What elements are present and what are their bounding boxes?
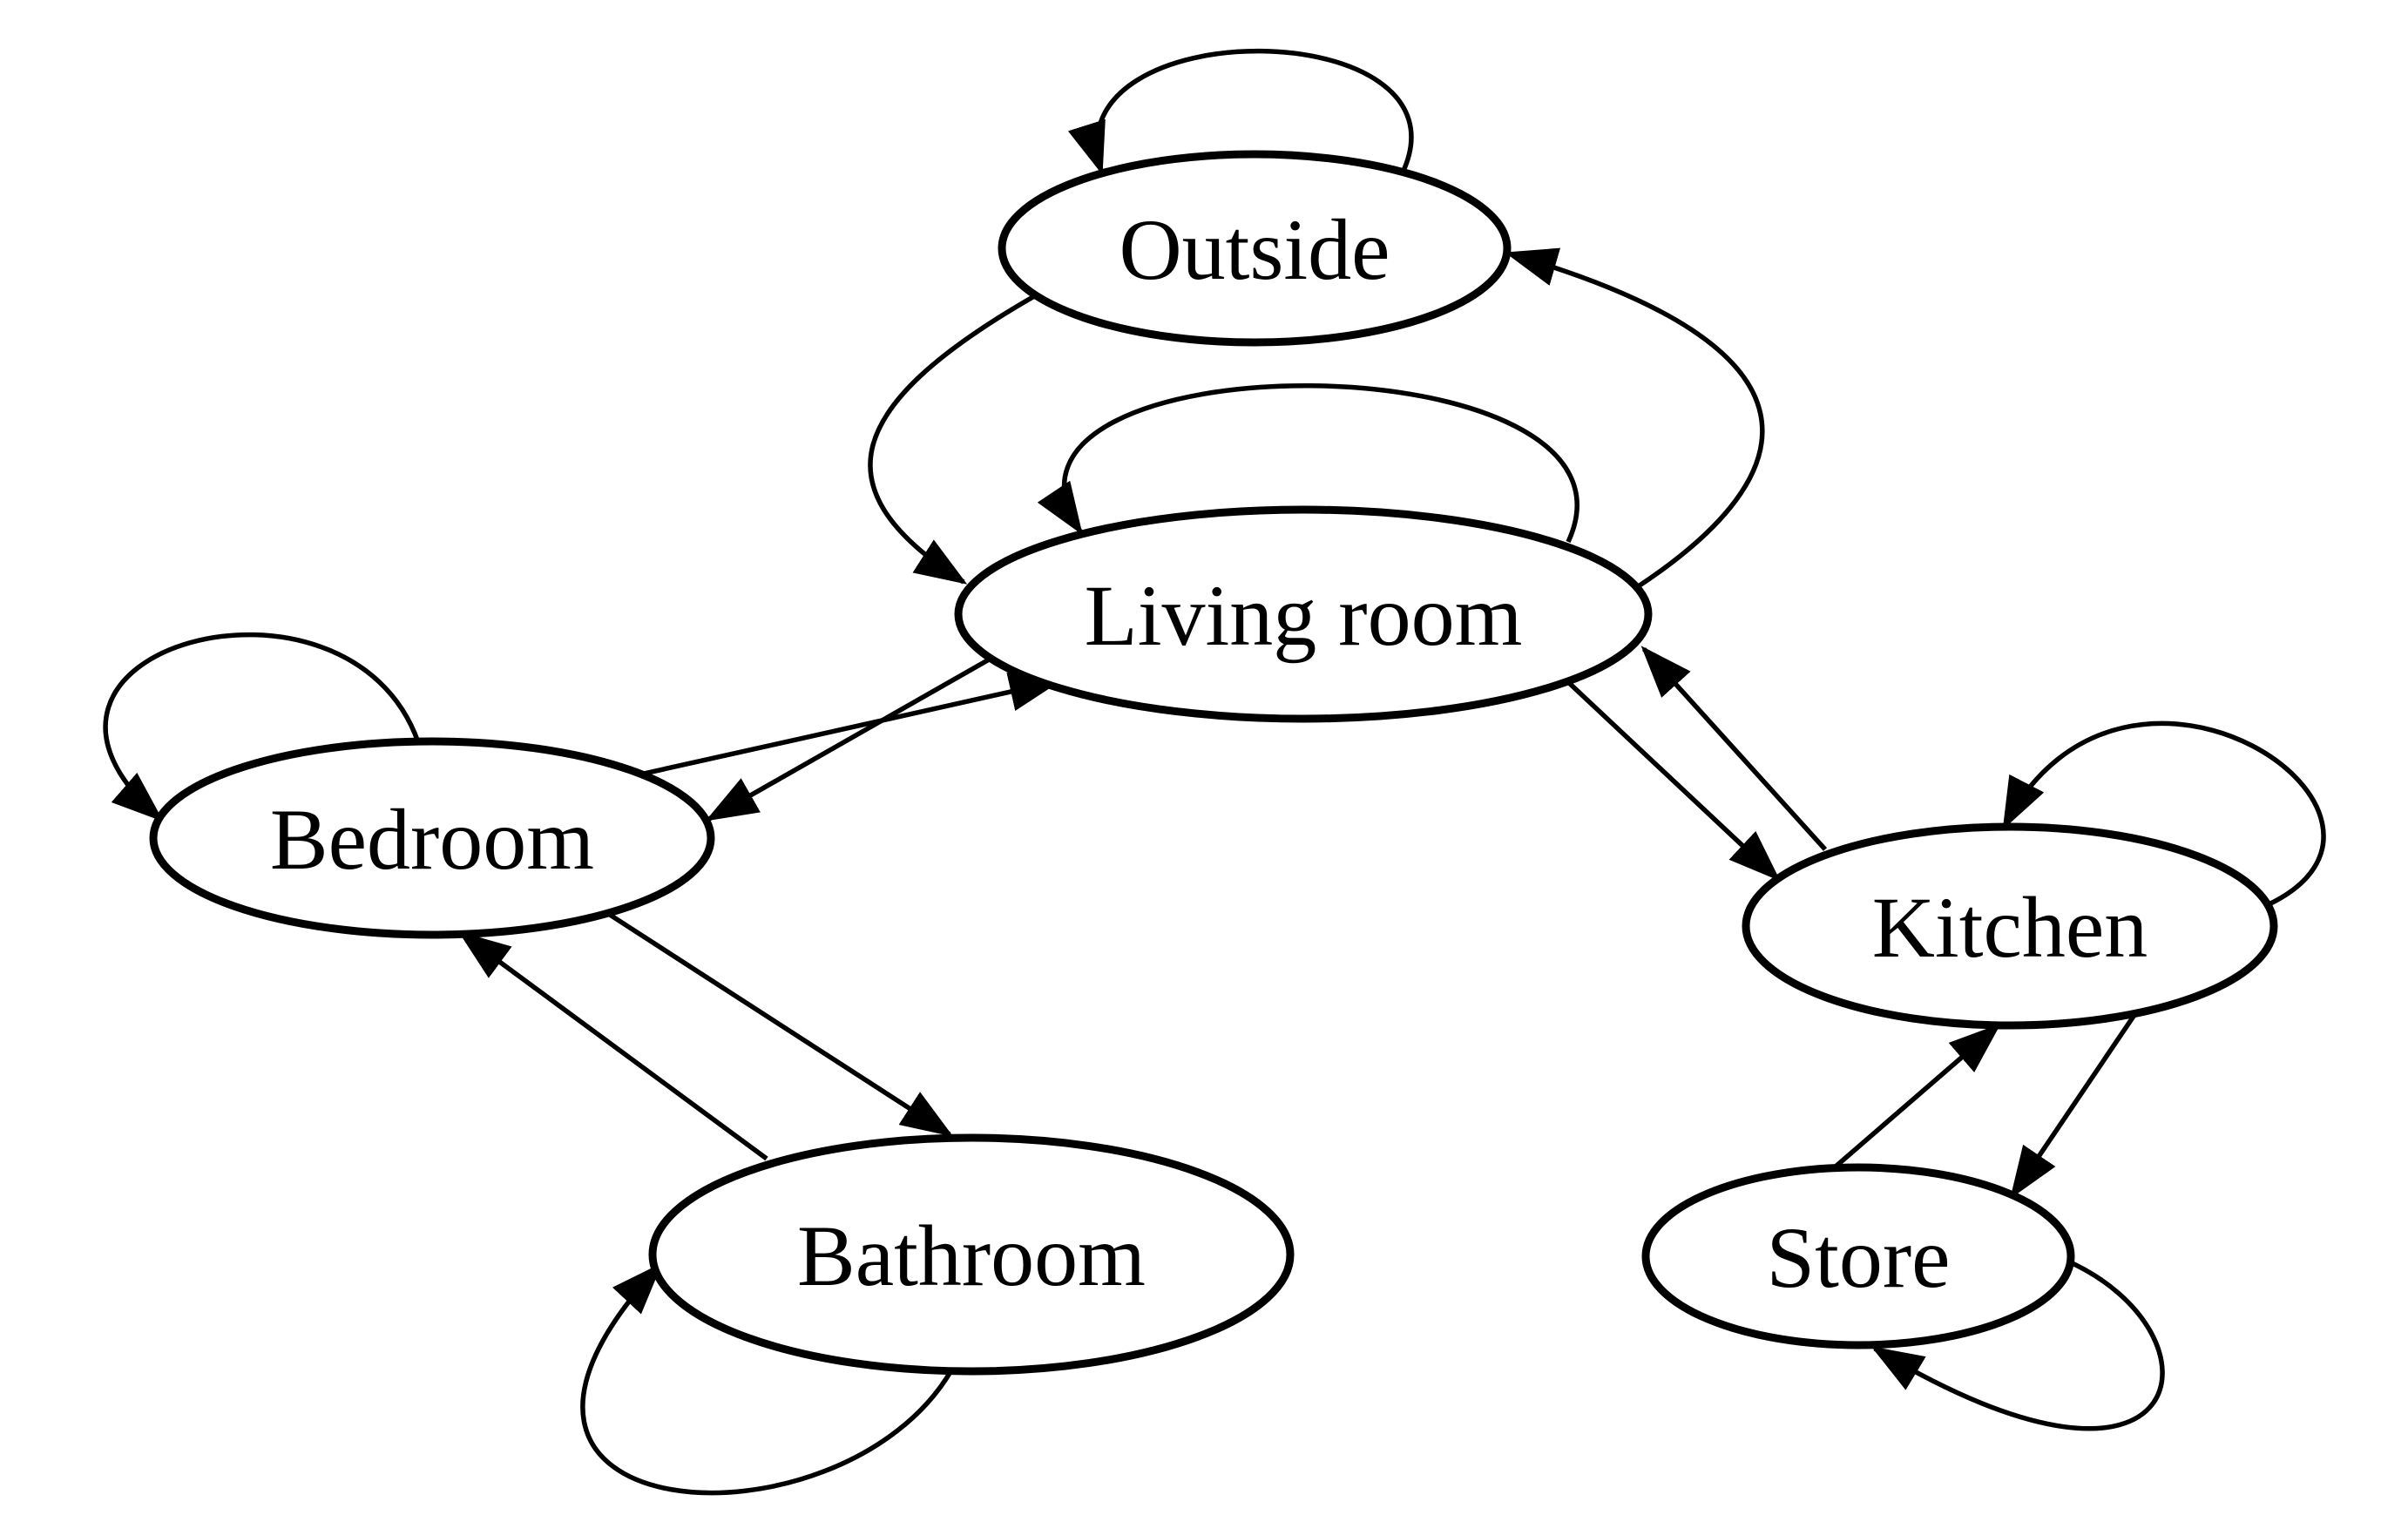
edge-living-room-to-outside bbox=[1505, 247, 1765, 590]
node-bedroom-ellipse bbox=[149, 737, 715, 939]
edge-kitchen-to-living-room bbox=[1640, 646, 1828, 851]
node-kitchen: Kitchen bbox=[1742, 822, 2278, 1030]
node-bedroom-label: Bedroom bbox=[270, 791, 594, 888]
node-living-room: Living room bbox=[954, 505, 1653, 723]
node-kitchen-ellipse bbox=[1742, 822, 2278, 1030]
edge-living-room-to-bedroom bbox=[705, 656, 992, 822]
edge-store-to-kitchen bbox=[1828, 1023, 2001, 1174]
edge-bedroom-to-living-room bbox=[635, 673, 1062, 778]
node-store-label: Store bbox=[1766, 1209, 1950, 1306]
self-loop-store bbox=[1870, 1258, 2165, 1431]
edges-layer bbox=[103, 48, 2326, 1496]
node-store: Store bbox=[1641, 1163, 2075, 1349]
node-living-room-ellipse bbox=[954, 505, 1653, 723]
node-living-room-label: Living room bbox=[1085, 567, 1523, 664]
node-bathroom: Bathroom bbox=[648, 1133, 1295, 1376]
node-bedroom: Bedroom bbox=[149, 737, 715, 939]
node-bathroom-ellipse bbox=[648, 1133, 1295, 1376]
edge-bathroom-to-bedroom bbox=[457, 931, 768, 1161]
self-loop-outside bbox=[1068, 48, 1414, 175]
edge-living-room-to-kitchen bbox=[1566, 679, 1781, 882]
edge-outside-to-living-room bbox=[868, 293, 1038, 585]
edge-bedroom-to-bathroom bbox=[608, 912, 954, 1137]
edge-kitchen-to-store bbox=[2010, 1013, 2137, 1200]
node-store-ellipse bbox=[1641, 1163, 2075, 1349]
self-loop-bathroom bbox=[580, 1262, 954, 1496]
self-loop-living-room bbox=[1037, 383, 1579, 544]
node-outside-label: Outside bbox=[1119, 201, 1390, 298]
node-kitchen-label: Kitchen bbox=[1872, 879, 2148, 976]
node-bathroom-label: Bathroom bbox=[797, 1207, 1146, 1304]
node-outside-ellipse bbox=[998, 150, 1512, 347]
node-outside: Outside bbox=[998, 150, 1512, 347]
self-loop-kitchen bbox=[2002, 720, 2326, 909]
self-loop-bedroom bbox=[103, 632, 421, 822]
